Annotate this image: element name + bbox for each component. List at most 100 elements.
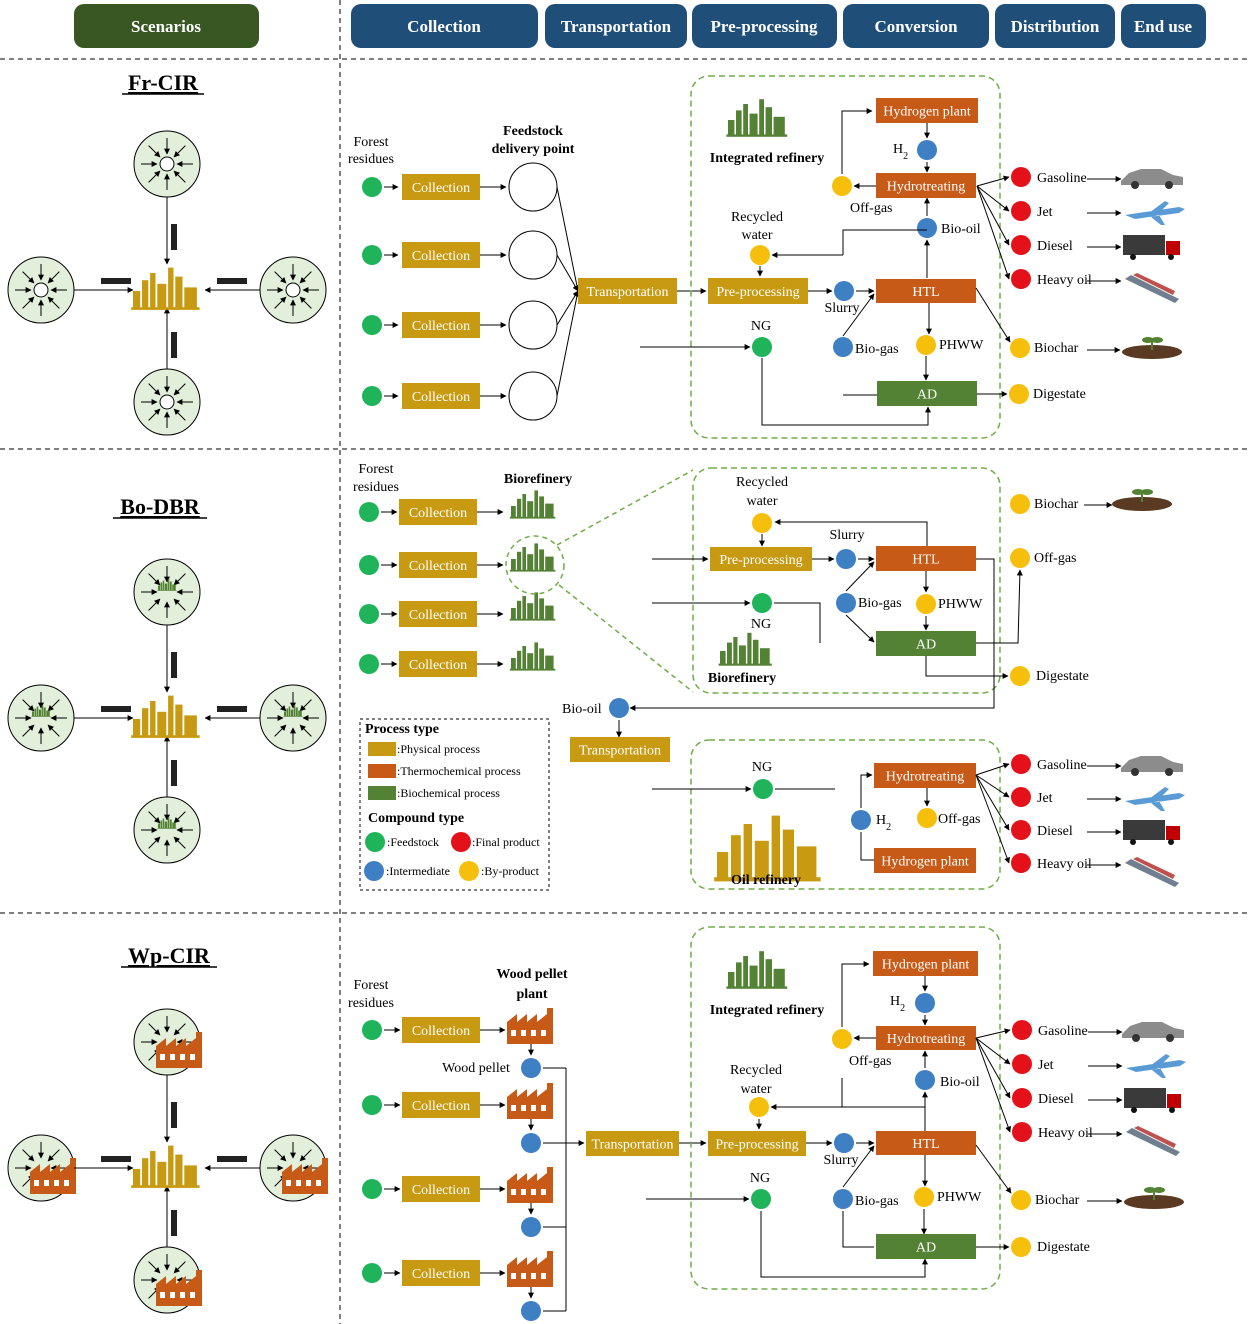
flow-arrow <box>629 558 995 711</box>
inflow-arrow <box>148 1023 161 1036</box>
truck-icon <box>101 1156 131 1162</box>
biooil-label: Bio-oil <box>562 702 602 717</box>
gasoline-label: Gasoline <box>1037 171 1087 186</box>
jet-label: Jet <box>1038 1058 1054 1073</box>
distribution-arrow <box>976 185 1011 280</box>
inflow-arrow <box>47 699 60 712</box>
slurry-dot <box>834 281 854 301</box>
phww-label: PHWW <box>938 597 983 612</box>
feedstock-dot <box>362 1095 382 1115</box>
flow-arrow <box>925 656 1009 679</box>
ng-dot <box>753 779 773 799</box>
ad-box <box>877 381 977 406</box>
recycled-water-label: water <box>740 1082 771 1097</box>
scenario-title-wpcir: Wp-CIR <box>128 943 211 968</box>
transportation-box <box>586 1131 679 1156</box>
flow-arrow <box>975 287 1011 343</box>
inflow-arrow <box>299 271 312 284</box>
legend-byproduct-label: :By-product <box>481 864 540 878</box>
ng-label: NG <box>750 1171 770 1186</box>
heavy-oil-dot <box>1011 269 1031 289</box>
biorefinery-inner-icon <box>718 632 772 666</box>
legend-intermediate-label: :Intermediate <box>386 864 450 878</box>
distribution-arrow <box>975 774 1010 798</box>
digestate-label: Digestate <box>1036 669 1089 684</box>
inflow-arrow <box>148 408 161 421</box>
legend-process-type: Process type <box>365 722 439 737</box>
feedstock-dot <box>359 654 379 674</box>
hub-icon <box>285 282 301 298</box>
wpcir-region-2-factory-icon <box>30 1158 76 1194</box>
biogas-dot <box>836 593 856 613</box>
integrated-refinery-boundary <box>690 926 1001 1290</box>
inflow-arrow <box>148 383 161 396</box>
truck-icon <box>171 760 177 786</box>
wpcir-region-3-factory-icon <box>282 1158 328 1194</box>
inflow-arrow <box>274 724 287 737</box>
integrated-refinery-boundary <box>690 75 1001 439</box>
inflow-arrow <box>274 1149 287 1162</box>
legend-final-label: :Final product <box>472 835 540 849</box>
collection-box <box>402 174 480 200</box>
diesel-label: Diesel <box>1037 824 1073 839</box>
header-bar: Scenarios Collection Transportation Pre-… <box>74 4 1206 48</box>
legend-intermediate-dot <box>364 861 384 881</box>
oil-refinery-icon <box>714 815 821 882</box>
transportation-box <box>570 737 670 762</box>
h2-label: H2 <box>893 142 908 162</box>
flow-arrow <box>845 614 875 643</box>
integrated-refinery-icon <box>726 951 788 989</box>
feedstock-dot <box>362 1263 382 1283</box>
legend-biochemical-label: :Biochemical process <box>397 786 500 800</box>
flow-arrow <box>841 961 870 1027</box>
plane-icon <box>1125 787 1185 811</box>
biochar-label: Biochar <box>1034 497 1079 512</box>
biogas-label: Bio-gas <box>855 342 899 357</box>
biooil-dot <box>609 698 629 718</box>
hydrotreating-box <box>876 1026 976 1050</box>
htl-box <box>876 1131 976 1155</box>
htl-box-label: HTL <box>912 553 939 568</box>
stage-preprocessing-header <box>692 4 837 48</box>
truck-icon <box>1123 820 1180 845</box>
legend-physical-label: :Physical process <box>397 742 480 756</box>
delivery-point-circle <box>508 300 558 350</box>
wood-pellet-plant-label: plant <box>516 987 547 1002</box>
inflow-arrow <box>22 699 35 712</box>
plane-icon <box>1125 201 1185 225</box>
stage-distribution-header <box>995 4 1115 48</box>
biogas-dot <box>833 337 853 357</box>
collection-box-label: Collection <box>412 249 470 264</box>
offgas-dot <box>1010 548 1030 568</box>
wood-pellet-plant-label: Wood pellet <box>496 967 568 982</box>
htl-box-label: HTL <box>912 285 939 300</box>
distribution-arrow <box>976 185 1010 212</box>
distribution-arrow <box>975 1037 1011 1065</box>
feedstock-dot <box>362 1179 382 1199</box>
collection-box-label: Collection <box>409 658 467 673</box>
inflow-arrow <box>148 836 161 849</box>
diesel-dot <box>1012 1088 1032 1108</box>
legend-byproduct-dot <box>459 861 479 881</box>
biochar-dot <box>1010 494 1030 514</box>
gasoline-label: Gasoline <box>1037 758 1087 773</box>
delivery-point-circle <box>508 371 558 421</box>
offgas-label: Off-gas <box>938 812 981 827</box>
inflow-arrow <box>148 598 161 611</box>
inflow-arrow <box>47 1149 60 1162</box>
inflow-arrow <box>299 699 312 712</box>
feedstock-dot <box>362 1020 382 1040</box>
h2-label: H2 <box>890 994 905 1014</box>
offgas-label: Off-gas <box>849 1054 892 1069</box>
forest-residues-label: Forest <box>354 978 389 993</box>
recycled-water-label: Recycled <box>730 1063 782 1078</box>
bodbr-region-1-refinery-icon <box>157 579 177 591</box>
truck-icon <box>101 706 131 712</box>
h2-dot <box>851 810 871 830</box>
hydrogen-plant-box <box>874 848 976 873</box>
inflow-arrow <box>47 296 60 309</box>
feedstock-dot <box>362 245 382 265</box>
heavy-oil-label: Heavy oil <box>1037 857 1092 872</box>
ng-dot <box>751 1189 771 1209</box>
inflow-arrow <box>299 724 312 737</box>
